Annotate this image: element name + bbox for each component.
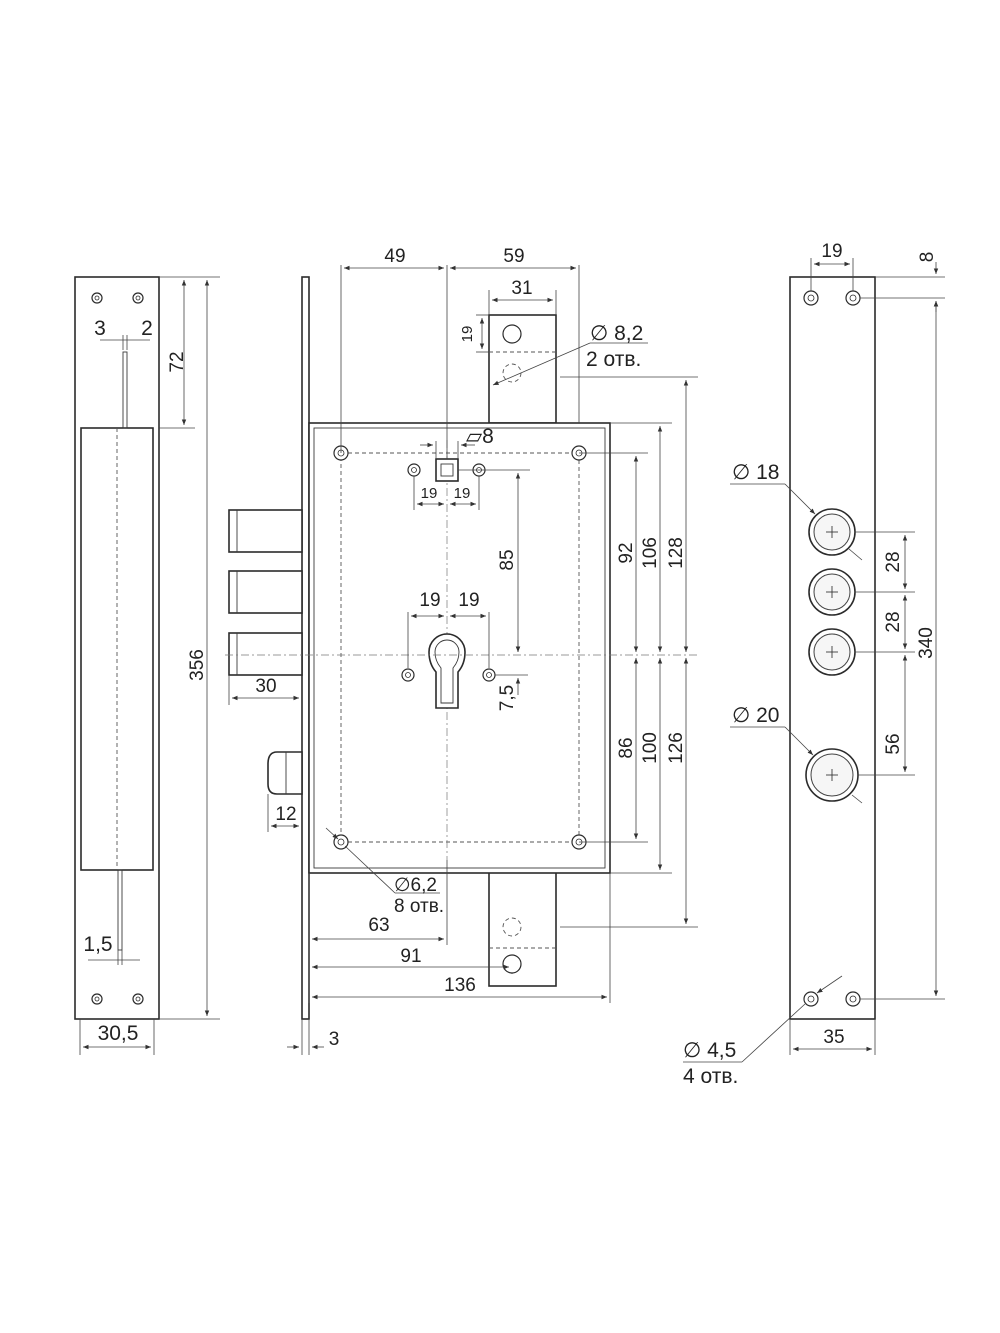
bottom-tab-hole <box>502 954 522 974</box>
dim-bolt-30: 30 <box>255 676 276 697</box>
dim-side-gap-left: 3 <box>94 317 106 340</box>
top-tab-hole <box>502 324 522 344</box>
case-screw-holes <box>333 445 587 850</box>
cylinder-cutout <box>428 633 466 709</box>
dim-59: 59 <box>503 246 524 267</box>
dim-fp-28a: 28 <box>883 551 904 572</box>
dim-126: 126 <box>666 732 687 764</box>
dim-100: 100 <box>640 732 661 764</box>
dim-side-height: 356 <box>187 649 208 681</box>
dim-fp-340: 340 <box>916 627 937 659</box>
dim-side-gap-right: 2 <box>141 317 153 340</box>
front-plate-edge <box>301 276 310 1020</box>
label-fp-4-holes: 4 отв. <box>683 1065 738 1088</box>
label-square-8: ▱8 <box>466 425 494 448</box>
label-hole-6-2: ∅6,2 <box>394 875 437 896</box>
dim-fp-28b: 28 <box>883 611 904 632</box>
side-slot-bottom <box>117 869 123 951</box>
label-fp-d20: ∅ 20 <box>732 704 780 727</box>
label-2-holes: 2 отв. <box>586 348 641 371</box>
dim-fp-19: 19 <box>821 241 842 262</box>
bottom-strike-tab <box>488 869 557 987</box>
spindle-square <box>435 458 459 482</box>
dim-side-width: 30,5 <box>98 1022 139 1045</box>
dim-tab-19: 19 <box>459 326 476 343</box>
label-fp-d18: ∅ 18 <box>732 461 780 484</box>
mounting-hole-pattern <box>340 452 580 843</box>
dim-side-slot: 1,5 <box>83 933 112 956</box>
top-strike-tab <box>488 314 557 424</box>
deadbolts <box>228 509 303 676</box>
dim-85: 85 <box>497 549 518 570</box>
dim-128: 128 <box>666 537 687 569</box>
side-slot-top <box>122 351 128 429</box>
label-hole-8-2: ∅ 8,2 <box>590 322 643 345</box>
bottom-tab-hidden-hole <box>502 917 522 937</box>
dim-latch-12: 12 <box>275 804 296 825</box>
label-8-holes: 8 отв. <box>394 896 444 917</box>
dim-49: 49 <box>384 246 405 267</box>
dim-31: 31 <box>511 278 532 299</box>
latch-bolt <box>267 751 303 795</box>
latch-opening <box>805 748 859 802</box>
dim-92: 92 <box>616 542 637 563</box>
faceplate-view: 19 8 340 ∅ 18 28 28 ∅ 20 56 <box>683 241 945 1088</box>
side-screw-holes <box>91 292 144 1005</box>
dim-cyl-19a: 19 <box>419 590 440 611</box>
side-view: 72 356 3 2 1,5 30,5 <box>74 276 220 1055</box>
bolt-openings <box>808 508 856 676</box>
dim-spindle-19b: 19 <box>454 485 471 502</box>
dim-63: 63 <box>368 915 389 936</box>
dim-91: 91 <box>400 946 421 967</box>
dim-86: 86 <box>616 737 637 758</box>
dim-7-5: 7,5 <box>497 685 518 711</box>
dim-fp-56: 56 <box>883 733 904 754</box>
dim-106: 106 <box>640 537 661 569</box>
dim-spindle-19a: 19 <box>421 485 438 502</box>
front-view: 49 59 31 19 ∅ 8,2 2 отв. ▱8 19 19 85 <box>225 246 700 1055</box>
dim-side-top: 72 <box>167 351 188 372</box>
dim-fp-8: 8 <box>917 252 938 263</box>
dim-cyl-19b: 19 <box>458 590 479 611</box>
dim-fp-35: 35 <box>823 1027 844 1048</box>
label-fp-d4-5: ∅ 4,5 <box>683 1039 736 1062</box>
dim-136: 136 <box>444 975 476 996</box>
dim-plate-3: 3 <box>329 1029 340 1050</box>
